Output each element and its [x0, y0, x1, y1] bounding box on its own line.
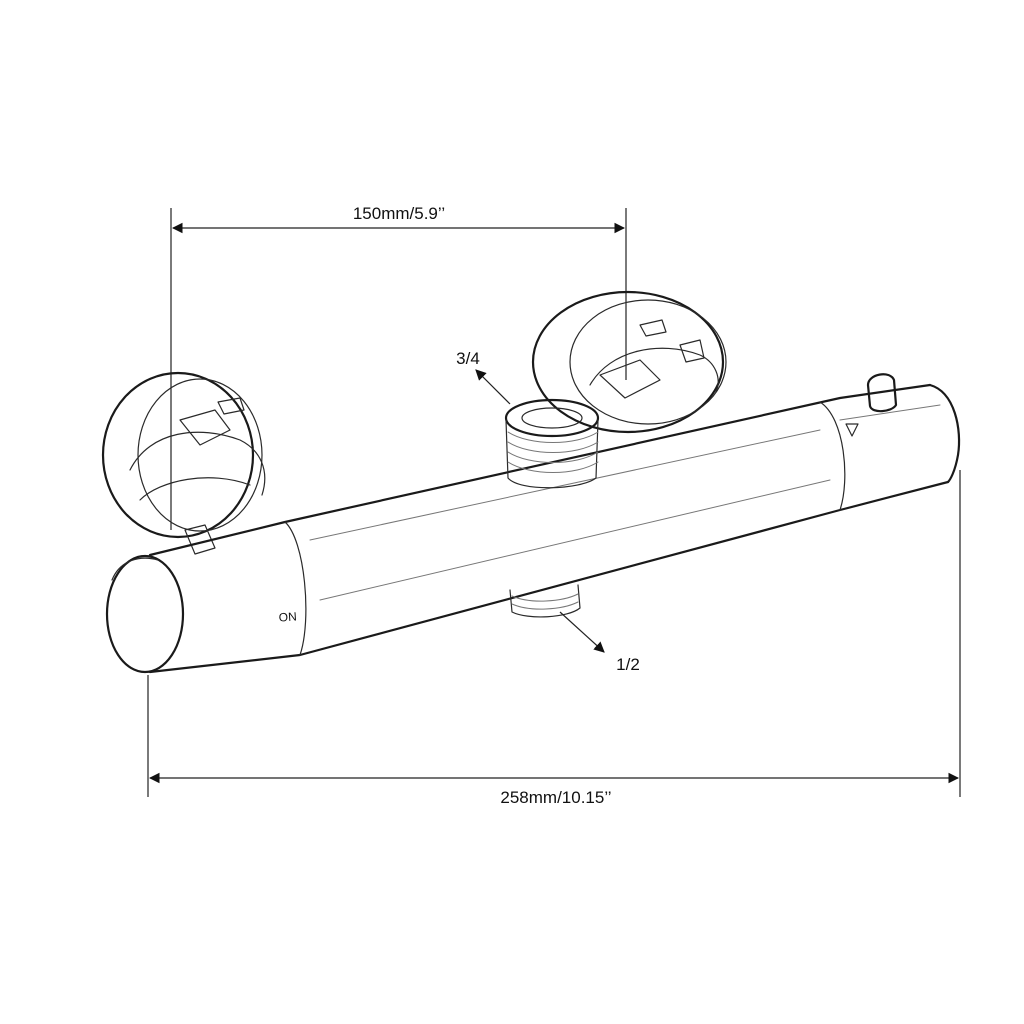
top-inlet-body [505, 419, 599, 489]
left-eccentric-tab [217, 397, 245, 415]
bottom-threaded-outlet: 1/2 [509, 584, 640, 674]
right-wall-flange [531, 290, 727, 434]
left-knob: ON [105, 554, 297, 674]
right-sleeve-seam [819, 401, 846, 511]
bottom-dimension: 258mm/10.15’’ [147, 470, 961, 807]
top-inlet-bore [521, 407, 583, 429]
right-flange-rim [569, 299, 727, 425]
left-flange-rim [137, 378, 263, 532]
outlet-label: 1/2 [616, 655, 640, 674]
body-top-edge [148, 383, 932, 557]
body-highlight-3 [839, 404, 941, 421]
left-knob-face [105, 554, 185, 674]
right-eccentric-hex [599, 359, 661, 399]
body-highlight-2 [319, 479, 831, 601]
right-eccentric-tab [639, 319, 667, 337]
inlet-label: 3/4 [456, 349, 480, 368]
left-eccentric-hex [179, 409, 231, 446]
bottom-dimension-label: 258mm/10.15’’ [500, 788, 611, 807]
body-right-cap [928, 383, 961, 484]
knob-on-marking: ON [278, 609, 297, 624]
safety-button [866, 373, 898, 413]
thread-1 [507, 431, 599, 443]
body-bottom-edge [148, 480, 950, 674]
bottom-outlet-body [509, 584, 581, 618]
top-inlet-opening [504, 398, 600, 438]
top-dimension: 150mm/5.9’’ [170, 204, 627, 530]
top-dimension-label: 150mm/5.9’’ [353, 204, 445, 223]
top-threaded-inlet: 3/4 [456, 349, 600, 489]
thread-3 [507, 451, 599, 463]
left-knob-bevel [111, 557, 159, 581]
body-highlight-1 [309, 429, 821, 541]
thread-b2 [511, 601, 579, 610]
left-clip [184, 524, 216, 555]
right-flange-disc [531, 290, 725, 434]
inlet-arrow [475, 369, 511, 405]
left-flange-disc [101, 371, 255, 539]
left-eccentric-body [129, 431, 266, 496]
left-sleeve-seam [284, 521, 307, 656]
outlet-arrow [559, 611, 605, 653]
right-eccentric-body [589, 347, 719, 393]
mixer-body [148, 373, 961, 674]
left-wall-flange [101, 371, 266, 555]
left-eccentric-nut [139, 477, 251, 501]
temperature-marker-icon [845, 423, 859, 437]
right-eccentric-tab-2 [679, 339, 705, 363]
thread-b1 [511, 593, 579, 602]
thread-4 [507, 461, 599, 473]
thread-2 [507, 441, 599, 453]
